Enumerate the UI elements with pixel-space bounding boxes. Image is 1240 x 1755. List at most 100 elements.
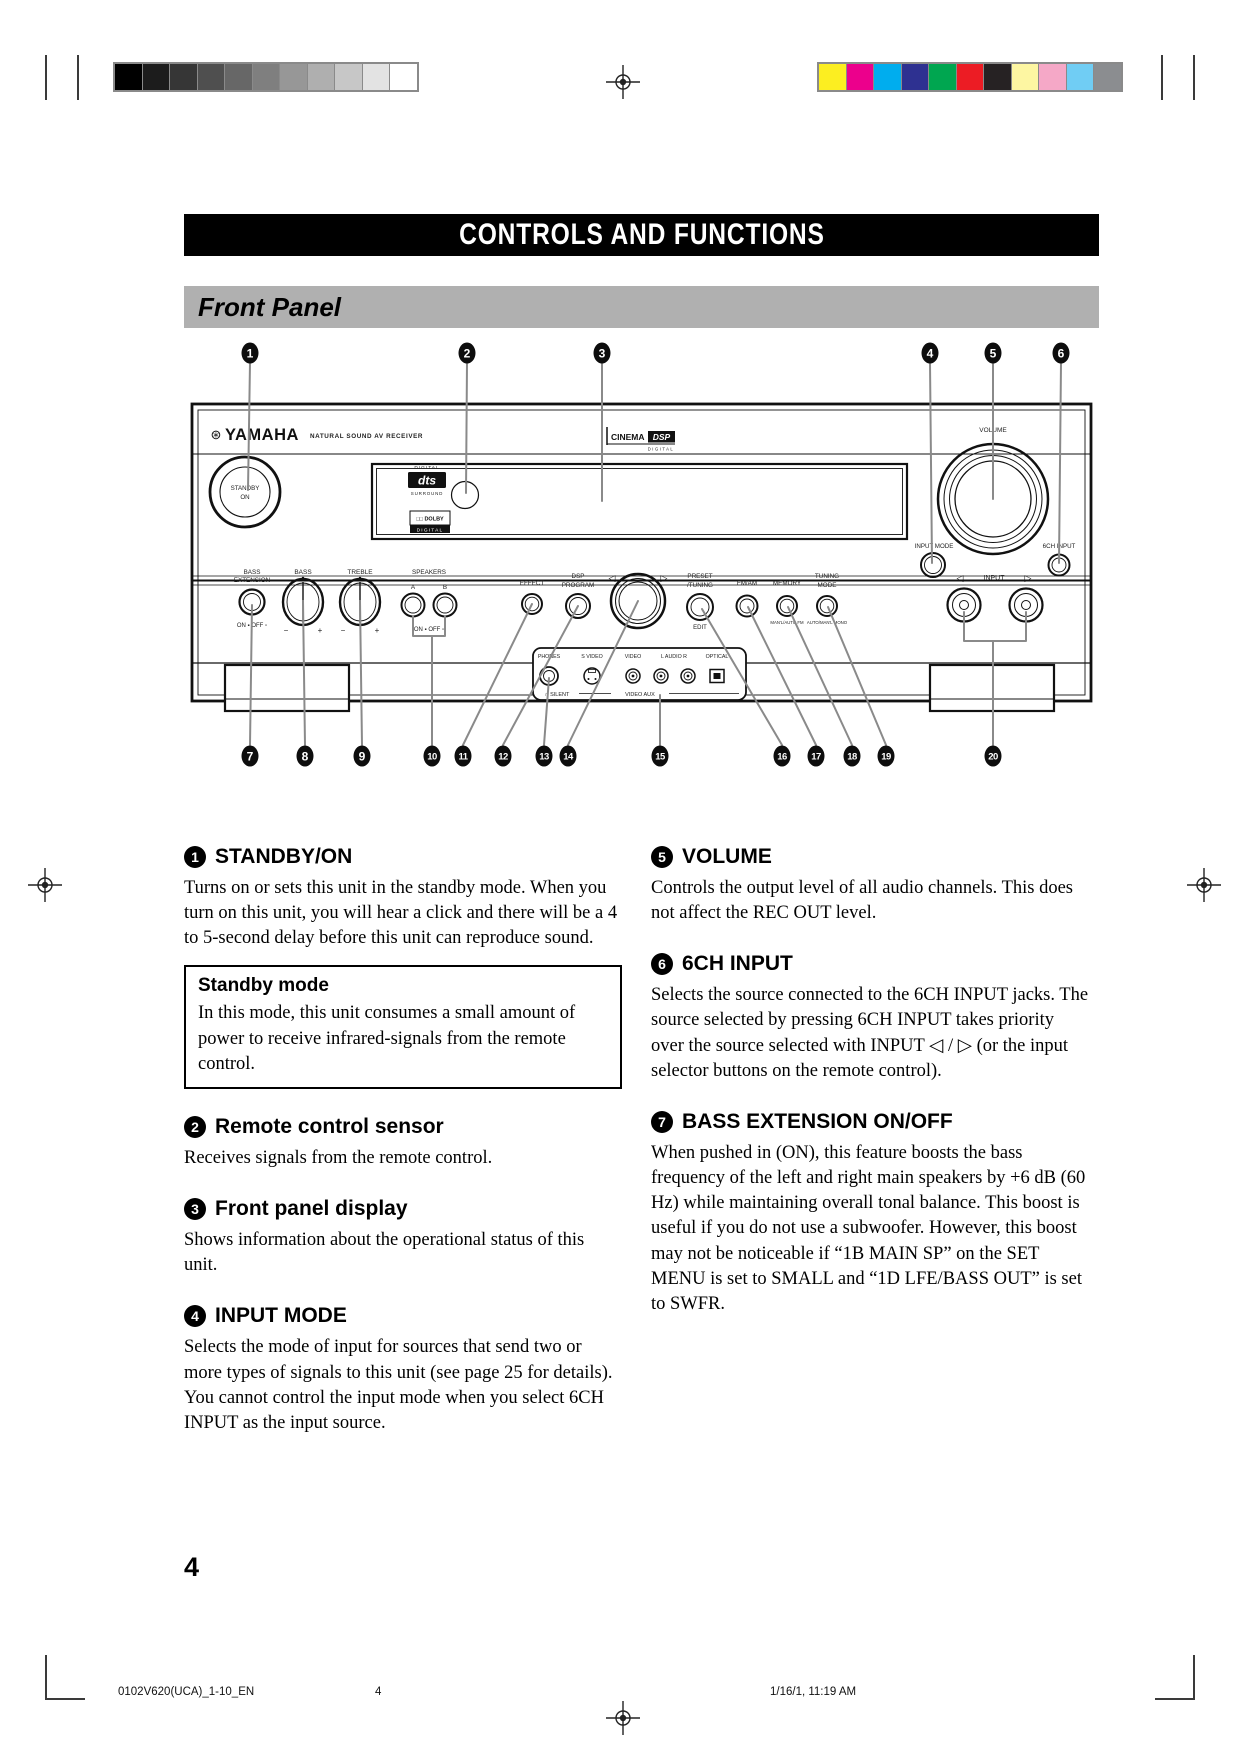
input-right-arrow-icon: ▷	[1025, 573, 1032, 583]
note-box-body: In this mode, this unit consumes a small…	[198, 1003, 576, 1074]
section-body: When pushed in (ON), this feature boosts…	[651, 1142, 1086, 1314]
tuning-mode-label: TUNING	[815, 573, 839, 580]
tuning-mode-label-2: MODE	[818, 582, 837, 589]
callout-number-badge: 7	[651, 1110, 673, 1133]
video-rca-jack	[625, 668, 641, 684]
brand-mark-icon: ⊛	[211, 427, 222, 442]
balloon-number: 13	[539, 752, 549, 763]
standby-label-2: ON	[240, 494, 249, 501]
trim-mark	[1155, 1698, 1195, 1700]
memory-button: MEMORY MAN'L/AUTO FM	[770, 580, 804, 625]
registration-mark-bottom	[606, 1701, 640, 1735]
callout-number-badge: 3	[184, 1198, 206, 1221]
edit-label: EDIT	[693, 625, 707, 631]
memory-label: MEMORY	[773, 580, 802, 587]
video-label: VIDEO	[625, 654, 641, 660]
footer-timestamp: 1/16/1, 11:19 AM	[770, 1686, 857, 1698]
dts-logo: DIGITAL dts SURROUND	[408, 465, 446, 496]
effect-label: EFFECT	[520, 580, 545, 587]
section-body: Turns on or sets this unit in the standb…	[184, 878, 618, 949]
section-heading-label: BASS EXTENSION ON/OFF	[682, 1109, 953, 1133]
bass-label: BASS	[294, 569, 312, 576]
memory-sub-label: MAN'L/AUTO FM	[770, 620, 804, 625]
input-selector-knobs: ◁ INPUT ▷	[946, 573, 1044, 623]
section-body: Shows information about the operational …	[184, 1230, 585, 1276]
page-number: 4	[184, 1552, 200, 1582]
right-text-column: 5 VOLUME Controls the output level of al…	[651, 845, 1089, 1317]
grayscale-calibration-bar	[113, 62, 419, 92]
speakers-a-label: A	[411, 584, 416, 591]
balloon-number: 14	[563, 752, 574, 763]
balloon-number: 7	[247, 750, 254, 764]
tuning-mode-sub-label: AUTO/MAN'L MONO	[807, 620, 848, 625]
video-aux-panel: PHONES S VIDEO VIDEO L AUDIO R OPTICAL	[532, 647, 747, 701]
balloon-number: 20	[988, 752, 998, 763]
section-body: Controls the output level of all audio c…	[651, 878, 1074, 924]
registration-mark-right	[1187, 868, 1221, 902]
color-swatch	[1094, 64, 1121, 90]
trim-mark	[1161, 55, 1163, 100]
l-audio-r-label: L AUDIO R	[661, 654, 687, 660]
optical-label: OPTICAL	[706, 654, 729, 660]
balloon-number: 9	[359, 750, 366, 764]
speakers-onoff-label: ON ▪ OFF ▫	[414, 627, 444, 633]
balloon-number: 18	[847, 752, 857, 763]
unit-body	[190, 402, 1093, 703]
balloon-number: 12	[498, 752, 508, 763]
dsp-program-button: DSP PROGRAM	[562, 573, 595, 619]
bass-minus-label: −	[284, 626, 289, 635]
callout-balloon: 3	[593, 342, 611, 364]
callout-balloons-bottom: 7 8 9 10 11 12 13 14 15 16 17 18 19 20	[241, 745, 1002, 767]
preset-tuning-label: PRESET	[687, 573, 712, 580]
trim-mark	[77, 55, 79, 100]
callout-balloon: 4	[921, 342, 939, 364]
color-swatch	[225, 64, 252, 90]
section-heading-standby-on: 1 STANDBY/ON	[184, 845, 622, 869]
program-selector-knob: ◁ ▷	[609, 572, 668, 630]
callout-balloon: 18	[843, 745, 861, 767]
callout-balloon: 19	[877, 745, 895, 767]
color-calibration-bar	[817, 62, 1123, 92]
brand-logo: ⊛ YAMAHA NATURAL SOUND AV RECEIVER	[211, 426, 423, 444]
callout-number-badge: 5	[651, 846, 673, 868]
callout-balloons-top: 1 2 3 4 5 6	[241, 342, 1070, 364]
trim-mark	[45, 1655, 47, 1700]
balloon-number: 4	[927, 347, 934, 361]
color-swatch	[956, 64, 983, 90]
callout-balloon: 14	[559, 745, 577, 767]
s-video-jack	[583, 667, 601, 685]
fm-am-button: FM/AM	[735, 580, 759, 618]
speakers-b-label: B	[443, 584, 447, 591]
standby-on-button: STANDBY ON	[208, 455, 282, 529]
section-heading-label: INPUT MODE	[215, 1304, 347, 1328]
bass-extension-label-2: EXTENSION	[234, 577, 271, 584]
color-swatch	[335, 64, 362, 90]
fm-am-label: FM/AM	[737, 580, 757, 587]
dsp-program-label-2: PROGRAM	[562, 582, 595, 589]
selector-right-arrow-icon: ▷	[661, 573, 668, 583]
cinema-digital-label: DIGITAL	[648, 447, 674, 452]
section-heading-label: Front panel display	[215, 1197, 408, 1221]
color-swatch	[197, 64, 224, 90]
chapter-title: CONTROLS AND FUNCTIONS	[458, 218, 825, 251]
preset-tuning-label-2: /TUNING	[687, 582, 713, 589]
input-mode-label: INPUT MODE	[915, 543, 954, 550]
color-swatch	[901, 64, 928, 90]
bass-plus-label: +	[318, 626, 323, 635]
color-swatch	[390, 64, 417, 90]
remote-control-sensor	[450, 480, 480, 510]
trim-mark	[1193, 1655, 1195, 1700]
note-box-title: Standby mode	[198, 975, 329, 997]
callout-leader-lines	[247, 362, 1062, 746]
input-label: INPUT	[984, 575, 1006, 582]
section-body: Selects the source connected to the 6CH …	[651, 985, 1089, 1081]
input-mode-button: INPUT MODE	[915, 543, 954, 578]
section-heading-label: VOLUME	[682, 845, 772, 868]
left-text-column: 1 STANDBY/ON Turns on or sets this unit …	[184, 845, 622, 1436]
section-title-bar: Front Panel	[184, 286, 1099, 328]
tuning-mode-button: TUNING MODE AUTO/MAN'L MONO	[807, 573, 848, 625]
dolby-digital-label: DIGITAL	[417, 527, 444, 533]
input-left-arrow-icon: ◁	[957, 573, 964, 583]
color-swatch	[984, 64, 1011, 90]
dsp-program-label: DSP	[572, 573, 585, 580]
